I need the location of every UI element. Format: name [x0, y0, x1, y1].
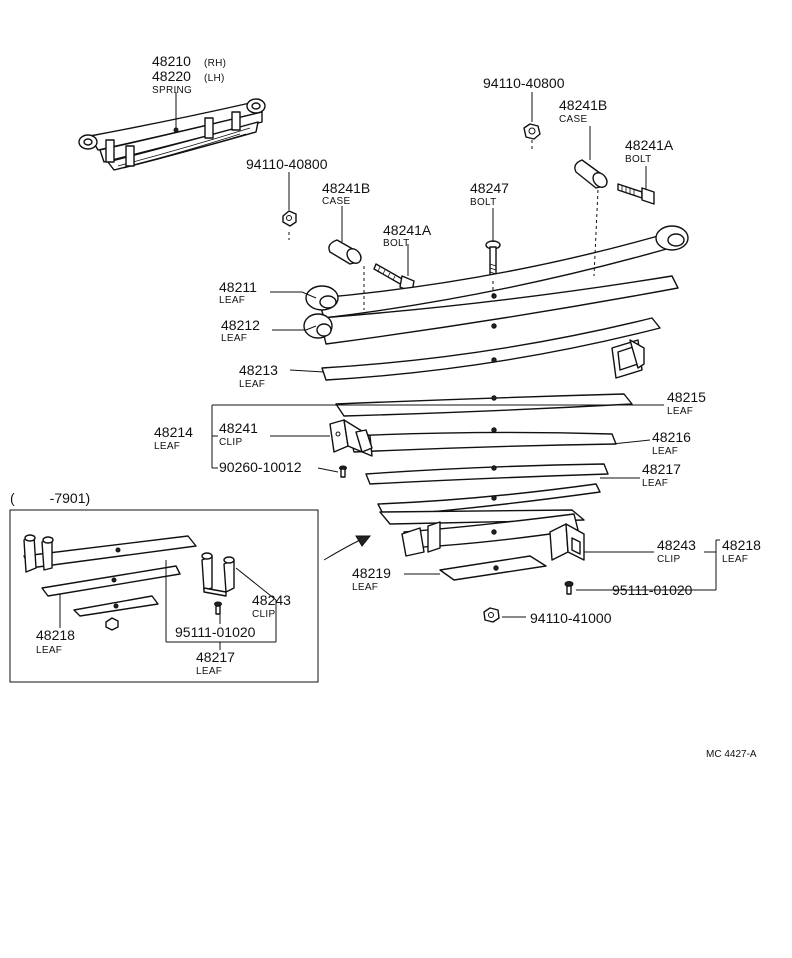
- leaf-48218-drawing: [379, 509, 585, 557]
- svg-text:48241B: 48241B: [322, 180, 370, 196]
- svg-text:48216: 48216: [652, 429, 691, 445]
- svg-text:BOLT: BOLT: [470, 197, 497, 208]
- label-leaf-48211: 48211 LEAF: [219, 279, 257, 306]
- label-spring: 48210 (RH) 48220 (LH) SPRING: [152, 53, 226, 96]
- label-clip-48243: 48243 CLIP: [657, 537, 696, 565]
- svg-text:48212: 48212: [221, 317, 260, 333]
- label-leaf-48215: 48215 LEAF: [667, 389, 706, 417]
- label-leaf-48214: 48214 LEAF: [154, 424, 193, 452]
- label-bolt-left: 48241A BOLT: [383, 222, 432, 249]
- svg-text:48243: 48243: [657, 537, 696, 553]
- leaf-48212-drawing: [303, 275, 679, 345]
- svg-text:48241: 48241: [219, 420, 258, 436]
- svg-text:LEAF: LEAF: [154, 441, 180, 452]
- svg-text:LEAF: LEAF: [196, 666, 222, 677]
- svg-text:CLIP: CLIP: [219, 437, 242, 448]
- svg-text:BOLT: BOLT: [383, 238, 410, 249]
- svg-text:48241A: 48241A: [383, 222, 432, 238]
- inset-label-leaf-48218: 48218 LEAF: [36, 627, 75, 656]
- screw-95111-drawing: [564, 581, 574, 595]
- spring-assembly-drawing: [78, 98, 266, 171]
- svg-text:LEAF: LEAF: [352, 582, 378, 593]
- svg-text:48241A: 48241A: [625, 137, 674, 153]
- clip-48241-drawing: [329, 419, 373, 457]
- label-case-right: 48241B CASE: [559, 97, 607, 125]
- case-left-drawing: [328, 239, 362, 265]
- label-leaf-48212: 48212 LEAF: [221, 317, 260, 344]
- svg-text:48211: 48211: [219, 279, 257, 295]
- svg-text:48213: 48213: [239, 362, 278, 378]
- svg-text:48210: 48210: [152, 53, 191, 69]
- svg-text:(LH): (LH): [204, 73, 225, 84]
- svg-text:LEAF: LEAF: [722, 554, 748, 565]
- nut-left-drawing: [282, 210, 297, 227]
- svg-text:LEAF: LEAF: [221, 333, 247, 344]
- svg-text:LEAF: LEAF: [667, 406, 693, 417]
- svg-text:CLIP: CLIP: [252, 609, 275, 620]
- leaf-48216-drawing: [365, 463, 609, 485]
- svg-text:SPRING: SPRING: [152, 85, 192, 96]
- nut-top-drawing: [523, 123, 541, 140]
- leaf-48213-drawing: [321, 317, 661, 381]
- inset-drawing: [9, 509, 319, 683]
- svg-text:LEAF: LEAF: [219, 295, 245, 306]
- inset-range-label: ( -7901): [10, 490, 90, 506]
- figure-code: MC 4427-A: [706, 749, 757, 760]
- svg-text:48217: 48217: [642, 461, 681, 477]
- label-leaf-48216: 48216 LEAF: [652, 429, 691, 457]
- bolt-right-drawing: [617, 183, 655, 205]
- label-clip-48241: 48241 CLIP: [219, 420, 258, 448]
- rivet-90260-drawing: [339, 465, 347, 478]
- leader-lines: [175, 92, 720, 618]
- svg-text:LEAF: LEAF: [652, 446, 678, 457]
- label-leaf-48217: 48217 LEAF: [642, 461, 681, 489]
- svg-text:LEAF: LEAF: [36, 645, 62, 656]
- inset-label-clip-48243: 48243 CLIP: [252, 592, 291, 620]
- label-leaf-48218: 48218 LEAF: [722, 537, 761, 565]
- clip-48243-drawing: [549, 523, 585, 561]
- leaf-48219-drawing: [439, 555, 547, 581]
- label-nut-top: 94110-40800: [483, 75, 565, 91]
- svg-text:48220: 48220: [152, 68, 191, 84]
- leaf-48214-drawing: [349, 427, 617, 453]
- label-center-bolt: 48247 BOLT: [470, 180, 509, 208]
- label-screw-95111: 95111-01020: [612, 582, 693, 598]
- label-rivet-90260: 90260-10012: [219, 459, 302, 475]
- label-nut-left: 94110-40800: [246, 156, 328, 172]
- svg-text:48215: 48215: [667, 389, 706, 405]
- label-case-left: 48241B CASE: [322, 180, 370, 207]
- svg-text:48247: 48247: [470, 180, 509, 196]
- svg-text:48217: 48217: [196, 649, 235, 665]
- svg-text:48218: 48218: [36, 627, 75, 643]
- svg-text:(RH): (RH): [204, 58, 226, 69]
- leaf-48211-drawing: [305, 225, 689, 319]
- inset-label-leaf-48217: 48217 LEAF: [196, 649, 235, 677]
- svg-text:BOLT: BOLT: [625, 154, 652, 165]
- svg-text:48243: 48243: [252, 592, 291, 608]
- svg-text:CASE: CASE: [559, 114, 587, 125]
- nut-bottom-drawing: [483, 607, 500, 623]
- inset-arrow: [323, 535, 372, 561]
- svg-text:48214: 48214: [154, 424, 193, 440]
- svg-text:48218: 48218: [722, 537, 761, 553]
- svg-text:48241B: 48241B: [559, 97, 607, 113]
- svg-text:48219: 48219: [352, 565, 391, 581]
- svg-text:LEAF: LEAF: [642, 478, 668, 489]
- case-right-drawing: [574, 159, 608, 189]
- svg-text:CLIP: CLIP: [657, 554, 680, 565]
- label-nut-bottom: 94110-41000: [530, 610, 612, 626]
- inset-label-screw-95111: 95111-01020: [175, 624, 256, 640]
- label-leaf-48213: 48213 LEAF: [239, 362, 278, 390]
- svg-text:CASE: CASE: [322, 196, 350, 207]
- label-leaf-48219: 48219 LEAF: [352, 565, 391, 593]
- label-bolt-right: 48241A BOLT: [625, 137, 674, 165]
- alignment-lines: [288, 140, 599, 310]
- svg-text:LEAF: LEAF: [239, 379, 265, 390]
